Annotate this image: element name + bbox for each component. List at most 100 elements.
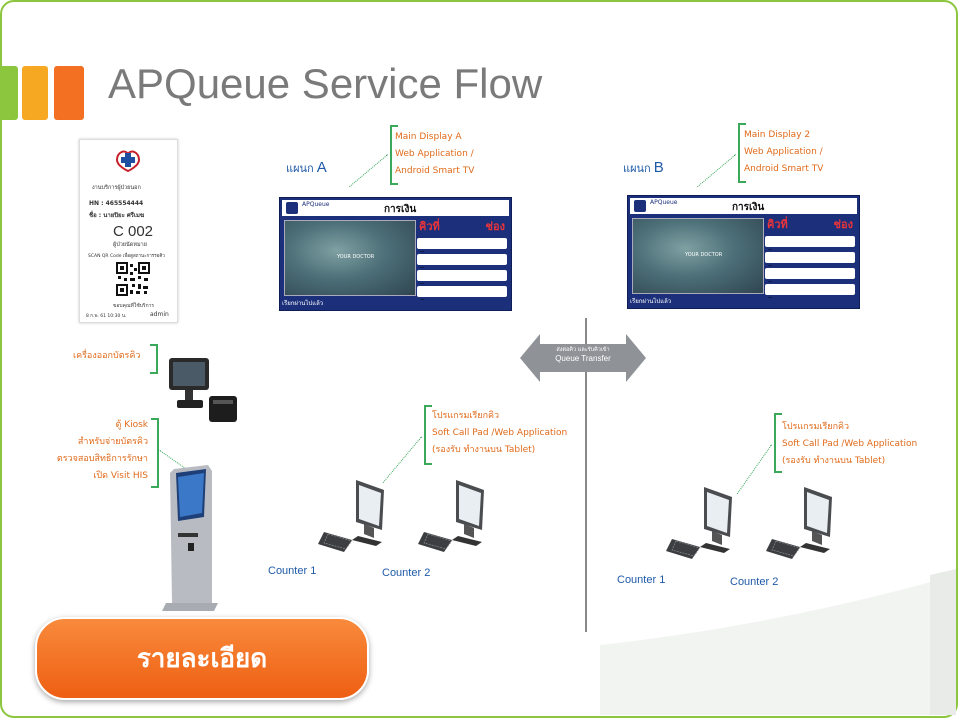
zone-b-main-display: APQueue การเงิน YOUR DOCTOR คิวที่ ช่อง … <box>627 195 860 309</box>
ticket-printer-label: เครื่องออกบัตรคิว <box>73 351 141 361</box>
ticket-footer-date: 8 ก.พ. 61 10:30 น. <box>86 314 127 319</box>
zone-a-title: แผนก A <box>286 159 327 177</box>
zone-b-counter-1-label: Counter 1 <box>617 574 666 586</box>
accent-bar-yellow <box>22 66 48 120</box>
zone-a-main-display: APQueue การเงิน YOUR DOCTOR คิวที่ ช่อง … <box>279 197 512 311</box>
computer-icon <box>666 487 732 559</box>
zone-b-prefix: แผนก <box>623 163 651 175</box>
display-header: APQueue การเงิน <box>630 198 857 214</box>
display-queue-row: -- <box>417 254 507 271</box>
zone-a-program-line-2: Soft Call Pad /Web Application <box>432 428 568 438</box>
display-row-text: -- <box>768 294 773 301</box>
display-row-text: -- <box>768 262 773 269</box>
display-footer: เรียกผ่านไปแล้ว <box>630 298 672 305</box>
display-row-text: -- <box>420 296 425 303</box>
display-col-queue: คิวที่ <box>419 220 440 233</box>
details-button[interactable]: รายละเอียด <box>35 617 369 700</box>
pos-terminal-icon <box>169 358 237 422</box>
ticket-patient-name: ชื่อ : นายปิยะ ศรีเมฆ <box>89 212 145 219</box>
zone-b-counter-2-label: Counter 2 <box>730 576 779 588</box>
zone-a-display-line-3: Android Smart TV <box>395 166 475 176</box>
display-video: YOUR DOCTOR <box>284 220 416 296</box>
zone-b-program-line-1: โปรแกรมเรียกคิว <box>782 422 850 432</box>
hospital-cross-icon <box>115 150 141 172</box>
ticket-footer-user: admin <box>150 311 169 318</box>
display-queue-row: -- <box>417 286 507 303</box>
ticket-thanks: ขอบคุณที่ใช้บริการ <box>113 303 155 309</box>
zone-b-display-label: Main Display 2 Web Application / Android… <box>744 127 823 178</box>
display-queue-row: -- <box>417 270 507 287</box>
zone-a-program-label: โปรแกรมเรียกคิว Soft Call Pad /Web Appli… <box>432 408 567 459</box>
display-col-queue: คิวที่ <box>767 218 788 231</box>
zone-a-display-line-1: Main Display A <box>395 132 462 142</box>
zone-a-program-line-3: (รองรับ ทำงานบน Tablet) <box>432 445 536 455</box>
queue-transfer-label: ส่งต่อคิว และรับคิวเข้า Queue Transfer <box>540 346 626 363</box>
display-header: APQueue การเงิน <box>282 200 509 216</box>
computer-icon <box>766 487 832 559</box>
zone-b-letter: B <box>653 159 664 176</box>
zone-b-title: แผนก B <box>623 159 664 177</box>
zone-b-display-bracket <box>738 123 746 183</box>
queue-ticket: งานบริการผู้ป่วยนอก HN : 465554444 ชื่อ … <box>79 139 178 323</box>
display-video-caption: YOUR DOCTOR <box>337 254 375 260</box>
zone-b-display-line-3: Android Smart TV <box>744 164 824 174</box>
ticket-department: งานบริการผู้ป่วยนอก <box>92 185 141 191</box>
display-row-text: -- <box>768 278 773 285</box>
kiosk-label-line-2: สำหรับจ่ายบัตรคิว <box>77 437 148 447</box>
zone-b-program-bracket <box>774 413 782 473</box>
ticket-hn: HN : 465554444 <box>89 200 144 207</box>
zone-a-display-label: Main Display A Web Application / Android… <box>395 129 474 180</box>
display-brand: APQueue <box>650 199 678 206</box>
computer-icon <box>318 480 384 552</box>
kiosk-bracket <box>151 418 159 488</box>
qr-code-icon <box>116 262 150 296</box>
zone-b-program-line-3: (รองรับ ทำงานบน Tablet) <box>782 456 886 466</box>
zone-a-program-line-1: โปรแกรมเรียกคิว <box>432 411 500 421</box>
ticket-scan-note: SCAN QR Code เพื่อดูสถานะการรอคิว <box>88 254 165 259</box>
zone-b-program-label: โปรแกรมเรียกคิว Soft Call Pad /Web Appli… <box>782 419 917 470</box>
display-video: YOUR DOCTOR <box>632 218 764 294</box>
zone-b-display-line-1: Main Display 2 <box>744 130 811 140</box>
zone-divider <box>585 318 587 632</box>
display-queue-header: คิวที่ ช่อง <box>417 218 507 233</box>
ticket-category: ผู้ป่วยนัดหมาย <box>113 242 147 248</box>
display-row-text: -- <box>420 248 425 255</box>
display-brand: APQueue <box>302 201 330 208</box>
display-row-text: -- <box>420 280 425 287</box>
display-queue-row: -- <box>765 252 855 269</box>
display-heading: การเงิน <box>732 202 765 213</box>
queue-transfer-arrow-icon <box>520 334 646 382</box>
zone-b-program-line-2: Soft Call Pad /Web Application <box>782 439 918 449</box>
computer-icon <box>418 480 484 552</box>
zone-b-display-line-2: Web Application / <box>744 147 823 157</box>
zone-a-program-bracket <box>424 405 432 465</box>
zone-a-letter: A <box>316 159 327 176</box>
zone-a-prefix: แผนก <box>286 163 314 175</box>
display-heading: การเงิน <box>384 204 417 215</box>
ticket-queue-number: C 002 <box>113 223 154 240</box>
ticket-printer-bracket <box>150 344 158 374</box>
display-footer: เรียกผ่านไปแล้ว <box>282 300 324 307</box>
display-queue-header: คิวที่ ช่อง <box>765 216 855 231</box>
display-row-text: -- <box>768 246 773 253</box>
zone-a-display-line-2: Web Application / <box>395 149 474 159</box>
accent-bar-green <box>0 66 18 120</box>
kiosk-label-line-1: ตู้ Kiosk <box>115 420 148 430</box>
apqueue-logo-icon <box>286 202 298 214</box>
kiosk-label: ตู้ Kiosk สำหรับจ่ายบัตรคิว ตรวจสอบสิทธิ… <box>0 417 148 485</box>
decorative-wave <box>600 569 956 715</box>
kiosk-icon <box>162 465 218 611</box>
display-queue-row: -- <box>765 268 855 285</box>
display-queue-row: -- <box>765 284 855 301</box>
display-col-channel: ช่อง <box>485 220 505 233</box>
zone-a-display-bracket <box>390 125 398 185</box>
display-video-caption: YOUR DOCTOR <box>685 252 723 258</box>
zone-a-counter-2-label: Counter 2 <box>382 567 431 579</box>
apqueue-logo-icon <box>634 200 646 212</box>
slide-title: APQueue Service Flow <box>108 60 543 107</box>
display-row-text: -- <box>420 264 425 271</box>
accent-bar-orange <box>54 66 84 120</box>
queue-transfer-line-2: Queue Transfer <box>555 354 611 363</box>
zone-a-counter-1-label: Counter 1 <box>268 565 317 577</box>
